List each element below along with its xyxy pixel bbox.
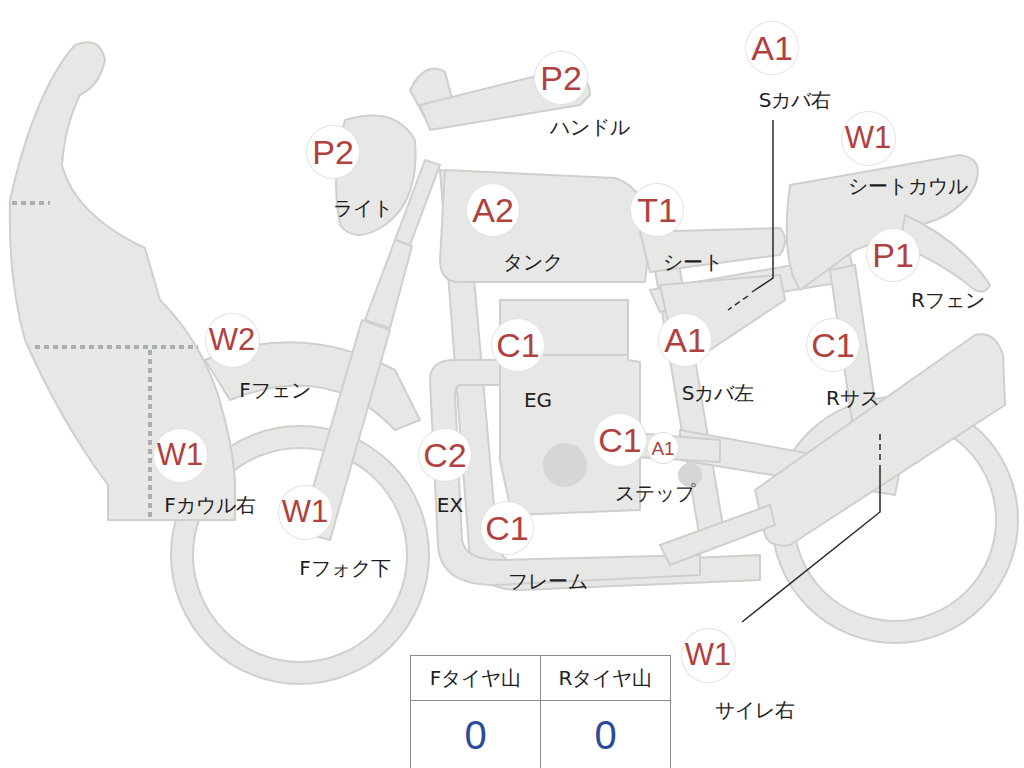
table-cell: 0 [540,700,671,768]
callout-code: W1 [845,122,892,153]
callout-circle: P1Rフェン [867,229,919,281]
table-header: Rタイヤ山 [559,665,653,692]
callout-code: P1 [872,238,914,272]
table-header: Fタイヤ山 [430,665,522,692]
part-name: Rサス [826,387,880,409]
part-name: Sカバ左 [682,382,755,404]
part-name: EX [437,494,463,516]
callout-circle: W1サイレ右 [682,629,735,682]
callout-circle: W1Fフォク下 [279,486,332,539]
callout-code: C1 [811,328,854,362]
callout-circle: W1Fカウル右 [154,429,207,482]
callout-circle: P2ライト [307,126,359,178]
callout-code: A1 [664,323,706,357]
part-name: タンク [503,251,563,273]
callout-circle: A2タンク [467,184,519,236]
callout-circle: C2EX [419,429,471,481]
callout-code: C1 [496,328,539,362]
callout-circle: W1シートカウル [842,112,895,165]
part-name: Sカバ右 [759,89,832,111]
table-cell: 0 [410,700,541,768]
part-name: Rフェン [911,289,985,311]
callout-code: P2 [312,135,354,169]
callout-code: C2 [423,438,466,472]
callout-code: A1 [651,439,674,458]
callout-code: T1 [637,193,677,227]
table-value: 0 [594,713,616,758]
callout-circle: C1ステップ [594,414,646,466]
part-name: ライト [333,197,393,219]
callout-circle: C1Rサス [807,319,859,371]
table-value: 0 [464,713,486,758]
callout-code: C1 [598,423,641,457]
part-name: Fフォク下 [299,557,391,579]
callout-code: W1 [157,439,204,470]
callout-circle: T1シート [631,184,683,236]
callout-circle: A1 [648,433,678,463]
callout-circle: A1Sカバ左 [659,314,711,366]
callout-code: P2 [540,61,582,95]
part-name: Fフェン [239,379,311,401]
part-name: ステップ [615,482,695,504]
table-cell: Fタイヤ山 [410,655,541,701]
callout-circle: W2Fフェン [206,314,259,367]
callout-circle: A1Sカバ右 [746,22,798,74]
callout-code: W1 [282,496,329,527]
callout-circle: C1EG [492,319,544,371]
callout-code: W2 [209,324,256,355]
part-name: シート [663,251,723,273]
callout-circle: P2ハンドル [535,52,587,104]
part-name: シートカウル [848,175,968,197]
callout-code: C1 [485,511,528,545]
part-name: ハンドル [550,116,630,138]
part-name: Fカウル右 [164,494,256,516]
table-cell: Rタイヤ山 [540,655,671,701]
callout-circle: C1フレーム [481,502,533,554]
callout-code: A1 [751,31,793,65]
part-name: サイレ右 [715,699,795,721]
part-name: EG [524,389,552,411]
callout-code: W1 [685,639,732,670]
callout-code: A2 [472,193,514,227]
part-name: フレーム [508,570,588,592]
